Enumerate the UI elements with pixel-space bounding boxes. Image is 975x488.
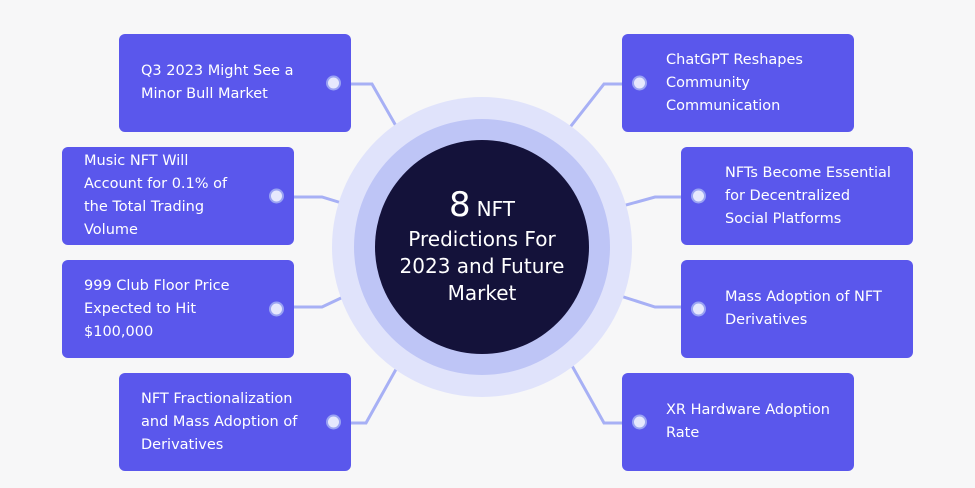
prediction-card-left-4: NFT Fractionalization and Mass Adoption … (119, 373, 351, 471)
connector-dot-icon (326, 414, 341, 430)
connector-dot-icon (691, 188, 706, 204)
prediction-text: Mass Adoption of NFT Derivatives (725, 289, 882, 328)
prediction-card-left-2: Music NFT Will Account for 0.1% of the T… (62, 147, 294, 245)
prediction-card-right-3: Mass Adoption of NFT Derivatives (681, 260, 913, 358)
connector-dot-icon (632, 75, 647, 91)
prediction-card-right-2: NFTs Become Essential for Decentralized … (681, 147, 913, 245)
connector-dot-icon (326, 75, 341, 91)
hub-subtitle: Predictions For 2023 and Future Market (399, 227, 565, 306)
prediction-text: Music NFT Will Account for 0.1% of the T… (84, 153, 228, 238)
prediction-card-left-1: Q3 2023 Might See a Minor Bull Market (119, 34, 351, 132)
prediction-card-left-3: 999 Club Floor Price Expected to Hit $10… (62, 260, 294, 358)
hub-number: 8 (449, 184, 471, 225)
connector-dot-icon (269, 188, 284, 204)
prediction-text: 999 Club Floor Price Expected to Hit $10… (84, 277, 230, 340)
hub-word: NFT (476, 196, 515, 221)
connector-dot-icon (269, 301, 284, 317)
connector-dot-icon (632, 414, 647, 430)
prediction-card-right-4: XR Hardware Adoption Rate (622, 373, 854, 471)
prediction-text: XR Hardware Adoption Rate (666, 402, 830, 441)
hub-circle: 8 NFT Predictions For 2023 and Future Ma… (375, 140, 589, 354)
prediction-text: ChatGPT Reshapes Community Communication (666, 51, 803, 114)
prediction-text: NFTs Become Essential for Decentralized … (725, 164, 891, 227)
prediction-text: NFT Fractionalization and Mass Adoption … (141, 390, 298, 453)
prediction-card-right-1: ChatGPT Reshapes Community Communication (622, 34, 854, 132)
prediction-text: Q3 2023 Might See a Minor Bull Market (141, 63, 294, 102)
connector-dot-icon (691, 301, 706, 317)
hub-title-top: 8 NFT (449, 184, 515, 225)
